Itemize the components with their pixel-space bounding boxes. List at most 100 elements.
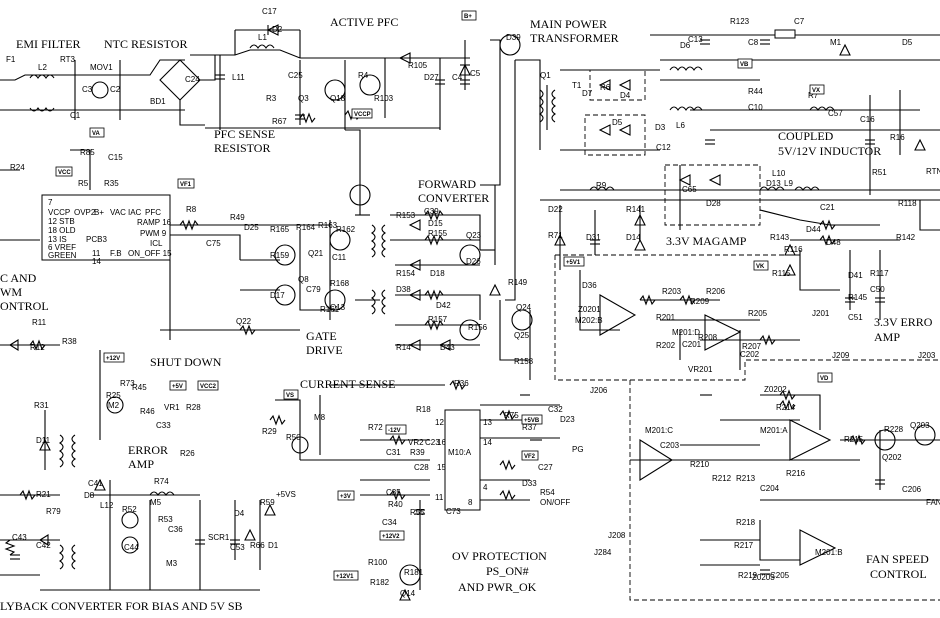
opamp-label: M201:C (645, 426, 673, 435)
component-ref-label: Q202 (882, 453, 902, 462)
component-ref-label: D48 (826, 238, 841, 247)
power-tag-label: VCC2 (200, 384, 217, 390)
component-ref-label: R164 (296, 223, 316, 232)
power-tag-label: +3V (340, 494, 351, 500)
power-tag-label: VB (740, 62, 749, 68)
section-flyback: LYBACK CONVERTER FOR BIAS AND 5V SB (0, 599, 243, 613)
section-ov-protection: AND PWR_OK (458, 580, 537, 594)
power-tag: +12V (103, 352, 125, 363)
component-ref-label: R218 (736, 518, 756, 527)
component-ref-label: R206 (706, 287, 726, 296)
component-ref-label: Z0201 (578, 305, 601, 314)
component-ref-label: C43 (12, 533, 27, 542)
component-ref-label: R26 (180, 449, 195, 458)
component-ref-label: R161 (320, 305, 340, 314)
section-ov-protection: PS_ON# (486, 564, 529, 578)
component-ref-label: C204 (760, 484, 780, 493)
power-tag: +5V1 (563, 256, 585, 267)
component-ref-label: D22 (548, 205, 563, 214)
component-ref-label: C206 (902, 485, 922, 494)
component-ref-label: D11 (36, 436, 51, 445)
component-ref-label: R145 (848, 293, 868, 302)
component-ref-label: R66 (250, 541, 265, 550)
component-ref-label: R165 (270, 225, 290, 234)
component-ref-label: R11 (32, 318, 47, 327)
power-tag-label: +12V (106, 356, 120, 362)
component-ref-label: C11 (332, 253, 347, 262)
component-ref-label: C75 (206, 239, 221, 248)
component-ref-label: Q3 (298, 94, 309, 103)
component-ref-label: D23 (560, 415, 575, 424)
component-ref-label: T1 (572, 81, 582, 90)
component-ref-label: R67 (272, 117, 287, 126)
section-error-amp-3v3: 3.3V ERRO (874, 315, 933, 329)
component-ref-label: R103 (374, 94, 394, 103)
section-headings: EMI FILTER NTC RESISTOR ACTIVE PFC MAIN … (0, 15, 933, 613)
component-ref-label: C28 (414, 463, 429, 472)
power-tag-label: B+ (464, 14, 472, 20)
component-ref-label: R73 (120, 379, 135, 388)
component-ref-label: D31 (586, 233, 601, 242)
component-ref-label: D4 (234, 509, 245, 518)
component-ref-label: C16 (860, 115, 875, 124)
component-ref-label: R59 (260, 498, 275, 507)
component-ref-label: C32 (548, 405, 563, 414)
component-ref-label: R182 (370, 578, 390, 587)
component-ref-label: Q8 (298, 275, 309, 284)
wiring (0, 29, 940, 591)
component-ref-label: R142 (896, 233, 916, 242)
section-error-amp: ERROR (128, 443, 168, 457)
power-tag: +12V1 (333, 570, 359, 581)
component-ref-label: C2 (110, 85, 121, 94)
section-ov-protection: OV PROTECTION (452, 549, 547, 563)
component-ref-label: C41 (88, 479, 103, 488)
section-ntc-resistor: NTC RESISTOR (104, 37, 187, 51)
power-tag: VCC2 (197, 380, 219, 391)
component-ref-label: BD1 (150, 97, 166, 106)
component-ref-label: R25 (106, 391, 121, 400)
component-ref-label: D25 (244, 223, 259, 232)
power-tag-label: +5V1 (566, 260, 581, 266)
power-tag: VK (753, 260, 769, 271)
component-ref-label: R39 (410, 448, 425, 457)
component-ref-label: L10 (772, 169, 786, 178)
ic-pin-bottom: 14 (92, 257, 101, 266)
component-ref-label: R3 (266, 94, 277, 103)
power-tags: B+VCCVF1VCCP+5V+3V+12V-12V+12V1+12V2+5V1… (55, 10, 833, 581)
component-ref-label: M5 (150, 498, 162, 507)
section-main-transformer: MAIN POWER (530, 17, 607, 31)
component-ref-label: R75 (504, 411, 519, 420)
ic-pin-left: 18 OLD (48, 226, 76, 235)
supervisor-pin: 12 (435, 418, 444, 427)
signal-label: J284 (594, 548, 612, 557)
component-ref-label: D42 (436, 301, 451, 310)
component-ref-label: R118 (898, 199, 917, 208)
component-ref-label: R46 (140, 407, 155, 416)
power-tag-label: +5V (172, 384, 183, 390)
component-ref-label: R38 (62, 337, 77, 346)
power-tag-label: VF1 (180, 182, 192, 188)
component-ref-label: R159 (270, 251, 290, 260)
opamp-label: M201:B (815, 548, 843, 557)
component-ref-label: D27 (424, 73, 439, 82)
component-ref-label: C203 (660, 441, 680, 450)
component-ref-label: D33 (522, 479, 537, 488)
component-ref-label: R8 (186, 205, 197, 214)
section-main-transformer: TRANSFORMER (530, 31, 619, 45)
component-ref-label: C51 (848, 313, 863, 322)
component-ref-label: R74 (154, 477, 169, 486)
component-ref-label: D5 (612, 118, 623, 127)
component-ref-label: R44 (748, 87, 763, 96)
component-ref-label: R31 (34, 401, 49, 410)
component-ref-label: L11 (232, 73, 245, 82)
power-tag: +5V (169, 380, 187, 391)
component-ref-label: L12 (100, 501, 114, 510)
component-ref-label: C44 (124, 543, 139, 552)
component-ref-label: D39 (506, 33, 521, 42)
supervisor-ic: 13 14 12 11 8 4 16 15 M10:A (435, 409, 492, 511)
component-ref-label: C24 (185, 75, 200, 84)
signal-label: +5VS (276, 490, 296, 499)
ic-pin-left: VCCP (48, 208, 70, 217)
component-ref-label: C7 (794, 17, 805, 26)
power-tag-label: +12V1 (336, 574, 354, 580)
